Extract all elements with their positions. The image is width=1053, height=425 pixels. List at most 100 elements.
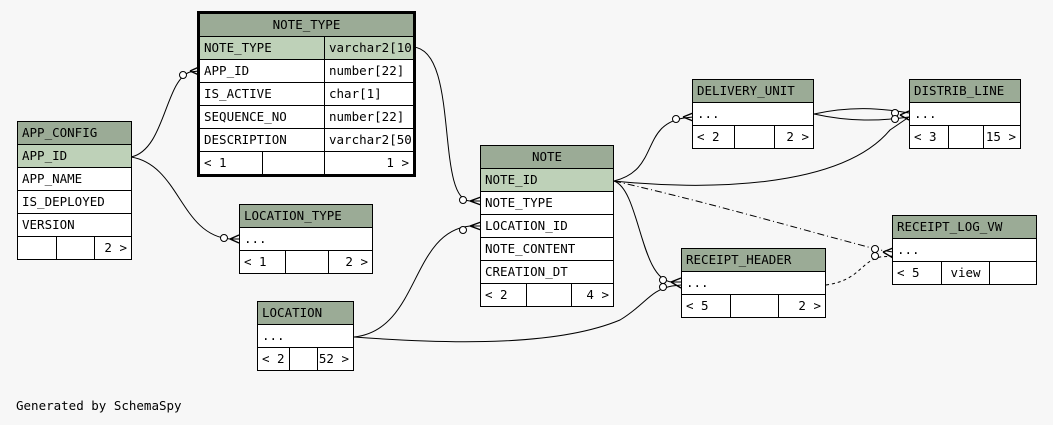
crow-foot [229,234,240,244]
children-count[interactable]: 2 > [94,237,131,259]
table-title: APP_CONFIG [18,122,131,145]
table-footer: < 2 2 > [693,126,813,148]
table-row: APP_NAME [18,168,131,191]
table-row: IS_DEPLOYED [18,191,131,214]
edge-end-circle [220,234,228,242]
edge-delivery-unit-distrib-line-a [813,108,910,115]
table-delivery-unit[interactable]: DELIVERY_UNIT ... < 2 2 > [692,79,814,149]
crow-foot [682,112,694,122]
footer-spacer [730,295,778,317]
edge-receipt-header-receipt-log [825,255,894,286]
footer-spacer [56,237,94,259]
table-note[interactable]: NOTE NOTE_ID NOTE_TYPE LOCATION_ID NOTE_… [480,145,614,307]
crow-foot [670,277,682,289]
table-title: RECEIPT_LOG_VW [893,216,1036,239]
edge-location-receipt-header [353,284,682,343]
table-row: CREATION_DT [481,261,613,284]
children-count[interactable]: 52 > [317,348,353,370]
table-footer: < 2 52 > [258,348,353,370]
children-count[interactable]: 1 > [324,152,413,174]
table-app-config[interactable]: APP_CONFIG APP_ID APP_NAME IS_DEPLOYED V… [17,121,132,260]
footer-spacer [289,348,317,370]
table-location-type[interactable]: LOCATION_TYPE ... < 1 2 > [239,204,373,274]
footer-spacer [734,126,774,148]
footer-spacer [285,251,328,273]
children-count[interactable]: 4 > [571,284,613,306]
table-row: ... [910,103,1020,126]
edge-end-circle [672,115,680,123]
table-title: RECEIPT_HEADER [682,249,825,272]
table-row: NOTE_CONTENT [481,238,613,261]
table-footer: < 1 2 > [240,251,372,273]
footer-spacer [948,126,983,148]
parents-count[interactable]: < 2 [485,287,508,302]
table-row: NOTE_TYPE [481,192,613,215]
table-distrib-line[interactable]: DISTRIB_LINE ... < 3 15 > [909,79,1021,149]
generated-by-text: Generated by SchemaSpy [16,398,182,413]
table-location[interactable]: LOCATION ... < 2 52 > [257,301,354,371]
table-footer: < 1 1 > [200,152,413,174]
table-kind: view [941,262,989,284]
table-row: ... [682,272,825,295]
table-row: ... [258,325,353,348]
crow-foot [882,247,894,259]
footer-spacer [989,262,1036,284]
edge-end-circle [659,283,667,291]
table-title: DISTRIB_LINE [910,80,1020,103]
edge-end-circle [871,245,879,253]
table-footer: < 5 2 > [682,295,825,317]
parents-count[interactable]: < 1 [244,254,267,269]
edge-note-delivery-unit [613,116,694,182]
edge-note-receipt-log [613,180,894,253]
footer-spacer [18,237,56,259]
edge-end-circle [179,71,187,79]
parents-count[interactable]: < 5 [686,298,709,313]
crow-foot [899,110,910,121]
edge-end-circle [891,115,899,123]
table-title: NOTE [481,146,613,169]
edge-location-note [353,225,481,338]
table-footer: < 2 4 > [481,284,613,306]
table-row: LOCATION_ID [481,215,613,238]
table-row: VERSION [18,214,131,237]
footer-spacer [262,152,324,174]
table-title: NOTE_TYPE [200,14,413,37]
parents-count[interactable]: < 3 [914,129,937,144]
parents-count[interactable]: < 1 [204,155,227,170]
edge-note-distrib-line [613,116,910,186]
edge-end-circle [659,276,667,284]
parents-count[interactable]: < 5 [897,265,920,280]
edge-end-circle [459,226,467,234]
table-receipt-log-vw[interactable]: RECEIPT_LOG_VW ... < 5 view [892,215,1037,285]
parents-count[interactable]: < 2 [262,351,285,366]
table-row: APP_ID [18,145,131,168]
edge-end-circle [871,252,879,260]
children-count[interactable]: 15 > [983,126,1020,148]
edge-delivery-unit-distrib-line-b [813,113,910,121]
footer-spacer [526,284,571,306]
parents-count[interactable]: < 2 [697,129,720,144]
edge-end-circle [459,196,467,204]
table-title: LOCATION_TYPE [240,205,372,228]
children-count[interactable]: 2 > [328,251,372,273]
children-count[interactable]: 2 > [778,295,825,317]
table-footer: < 5 view [893,262,1036,284]
edge-app-config-note-type [130,70,200,158]
table-title: DELIVERY_UNIT [693,80,813,103]
table-footer: 2 > [18,237,131,259]
table-title: LOCATION [258,302,353,325]
table-row: ... [693,103,813,126]
crow-foot [469,221,482,231]
children-count[interactable]: 2 > [774,126,813,148]
table-receipt-header[interactable]: RECEIPT_HEADER ... < 5 2 > [681,248,826,318]
table-row: NOTE_ID [481,169,613,192]
table-footer: < 3 15 > [910,126,1020,148]
edge-note-type-note [412,46,481,202]
table-row: ... [240,228,372,251]
